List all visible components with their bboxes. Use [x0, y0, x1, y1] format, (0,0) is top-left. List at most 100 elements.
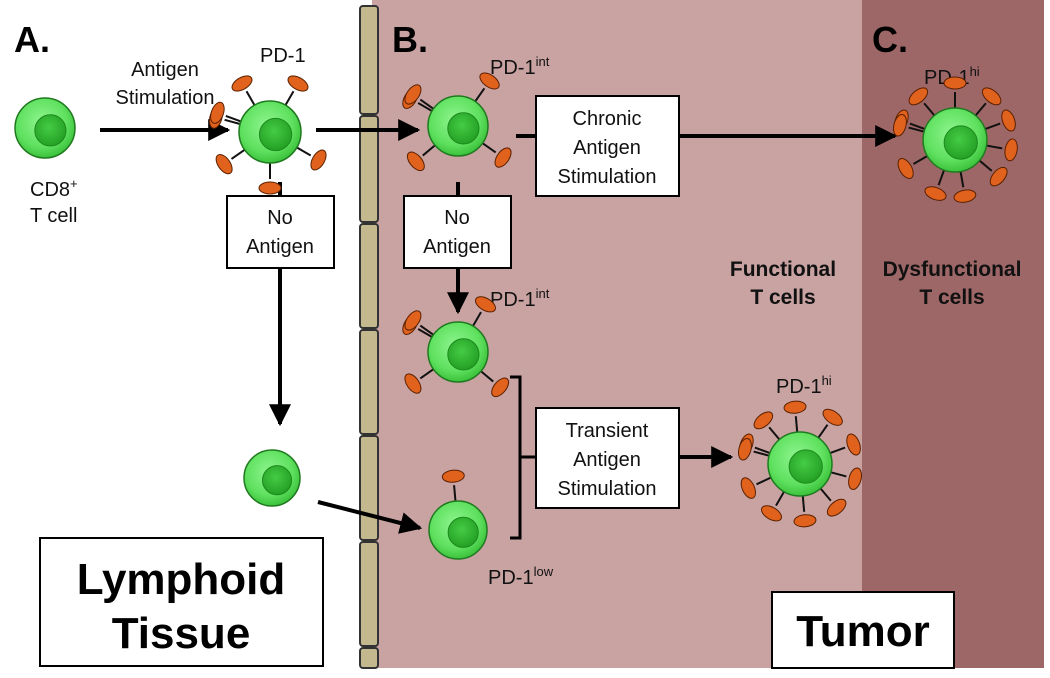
- pd1-label: PD-1: [260, 45, 306, 67]
- pd1-receptor-stalk: [756, 476, 772, 486]
- pd1-receptor-head: [404, 84, 422, 105]
- pd1-int-label-top: PD-1int: [490, 54, 550, 79]
- lymphoid-line2: Tissue: [112, 609, 251, 658]
- pd1-receptor-head: [404, 373, 422, 394]
- pd1-hi-label-transient: PD-1hi: [776, 373, 832, 398]
- t-cell-label: T cell: [30, 205, 77, 227]
- pd1-receptor-head: [479, 72, 500, 90]
- pd1-receptor-stalk: [830, 471, 847, 478]
- box-no-antigen-left-line1: No: [267, 207, 293, 229]
- pd1-receptor-head: [846, 433, 861, 456]
- pd1-receptor-head: [258, 181, 282, 195]
- pd1-receptor-stalk: [417, 328, 433, 338]
- box-transient-line2: Antigen: [573, 449, 641, 471]
- box-lymphoid-tissue: Lymphoid Tissue: [39, 537, 324, 667]
- pd1-receptor-stalk: [986, 144, 1003, 150]
- pd1-receptor-stalk: [419, 98, 434, 110]
- pd1-receptor-head: [924, 186, 947, 201]
- pd1-receptor-stalk: [775, 491, 785, 507]
- pd1-receptor-head: [981, 87, 1002, 106]
- t-cell-naive: [14, 97, 76, 159]
- pd1-receptor-head: [989, 166, 1008, 187]
- pd1-int-label-mid: PD-1int: [490, 286, 550, 311]
- cell-nucleus: [943, 125, 978, 160]
- t-cell-pd1-hi-transient: [737, 400, 863, 528]
- t-cell-no-antigen-lymphoid: [243, 449, 301, 507]
- pd1-receptor-head: [737, 438, 752, 461]
- box-no-antigen-mid: No Antigen: [403, 195, 512, 269]
- pd1-receptor-head: [826, 498, 847, 517]
- lymphoid-line1: Lymphoid: [77, 555, 286, 604]
- cell-nucleus: [788, 449, 823, 484]
- pd1-receptor-stalk: [908, 126, 925, 133]
- t-cell-pd1-hi-dysfunctional: [892, 76, 1018, 203]
- box-transient: Transient Antigen Stimulation: [535, 407, 680, 509]
- pd1-receptor-head: [491, 377, 510, 398]
- pd1-receptor-stalk: [801, 495, 806, 512]
- dysfunctional-line1: Dysfunctional: [883, 258, 1022, 281]
- antigen-stimulation-line2: Stimulation: [116, 87, 215, 109]
- pd1-receptor-stalk: [296, 146, 312, 157]
- pd1-receptor-stalk: [912, 155, 928, 165]
- pd1-receptor-stalk: [224, 118, 241, 125]
- pd1-receptor-stalk: [978, 159, 993, 172]
- pd1-receptor-stalk: [754, 446, 771, 454]
- pd1-receptor-head: [210, 101, 225, 124]
- functional-line2: T cells: [750, 286, 815, 309]
- pd1-receptor-stalk: [768, 426, 781, 441]
- dysfunctional-line2: T cells: [919, 286, 984, 309]
- pd1-receptor-head: [753, 411, 774, 430]
- box-tumor: Tumor: [771, 591, 955, 669]
- pd1-receptor-head: [441, 469, 465, 483]
- pd1-receptor-head: [848, 467, 863, 490]
- antigen-stimulation-line1: Antigen: [131, 59, 199, 81]
- pd1-receptor-stalk: [819, 487, 832, 502]
- pd1-receptor-head: [822, 408, 843, 426]
- pd1-receptor-stalk: [284, 90, 295, 106]
- pd1-receptor-stalk: [984, 122, 1001, 130]
- pd1-receptor-head: [897, 158, 914, 179]
- functional-line1: Functional: [730, 258, 836, 281]
- pd1-receptor-stalk: [480, 370, 494, 383]
- pd1-receptor-head: [287, 75, 309, 92]
- pd1-receptor-head: [215, 153, 233, 175]
- panel-c-label: C.: [872, 19, 908, 60]
- tumor-label: Tumor: [796, 607, 930, 656]
- pd1-receptor-stalk: [753, 450, 770, 457]
- box-no-antigen-left: No Antigen: [226, 195, 335, 269]
- pd1-receptor-head: [406, 151, 425, 172]
- pd1-receptor-stalk: [419, 368, 434, 380]
- box-chronic: Chronic Antigen Stimulation: [535, 95, 680, 197]
- pd1-receptor-head: [231, 75, 253, 92]
- box-chronic-line1: Chronic: [573, 108, 642, 130]
- pd1-receptor-stalk: [419, 324, 434, 336]
- pd1-receptor-stalk: [482, 142, 497, 154]
- cell-nucleus: [261, 465, 293, 496]
- cell-nucleus: [258, 117, 293, 152]
- pd1-receptor-stalk: [937, 169, 945, 186]
- cell-nucleus: [447, 516, 479, 548]
- pd1-receptor-stalk: [230, 148, 246, 160]
- pd1-receptor-head: [793, 514, 817, 528]
- box-transient-line1: Transient: [566, 420, 649, 442]
- pd1-low-label: PD-1low: [488, 564, 554, 589]
- pd1-receptor-stalk: [817, 424, 829, 439]
- cell-nucleus: [447, 112, 480, 145]
- pd1-receptor-head: [740, 477, 756, 499]
- pd1-receptor-head: [475, 296, 496, 313]
- pd1-receptor-stalk: [245, 90, 256, 106]
- panel-a-label: A.: [14, 19, 50, 60]
- pd1-receptor-head: [404, 310, 422, 331]
- pd1-receptor-stalk: [474, 87, 486, 102]
- t-cell-pd1-int-top: [402, 72, 512, 172]
- pd1-receptor-stalk: [225, 114, 242, 123]
- pd1-receptor-stalk: [422, 144, 436, 157]
- pd1-receptor-head: [1004, 138, 1018, 162]
- pd1-receptor-stalk: [923, 102, 936, 117]
- pd1-receptor-head: [943, 76, 967, 90]
- pd1-receptor-stalk: [794, 416, 799, 433]
- cd8-label: CD8+: [30, 176, 78, 201]
- arrow-to-pd1-low: [317, 500, 423, 534]
- pd1-receptor-head: [494, 147, 512, 168]
